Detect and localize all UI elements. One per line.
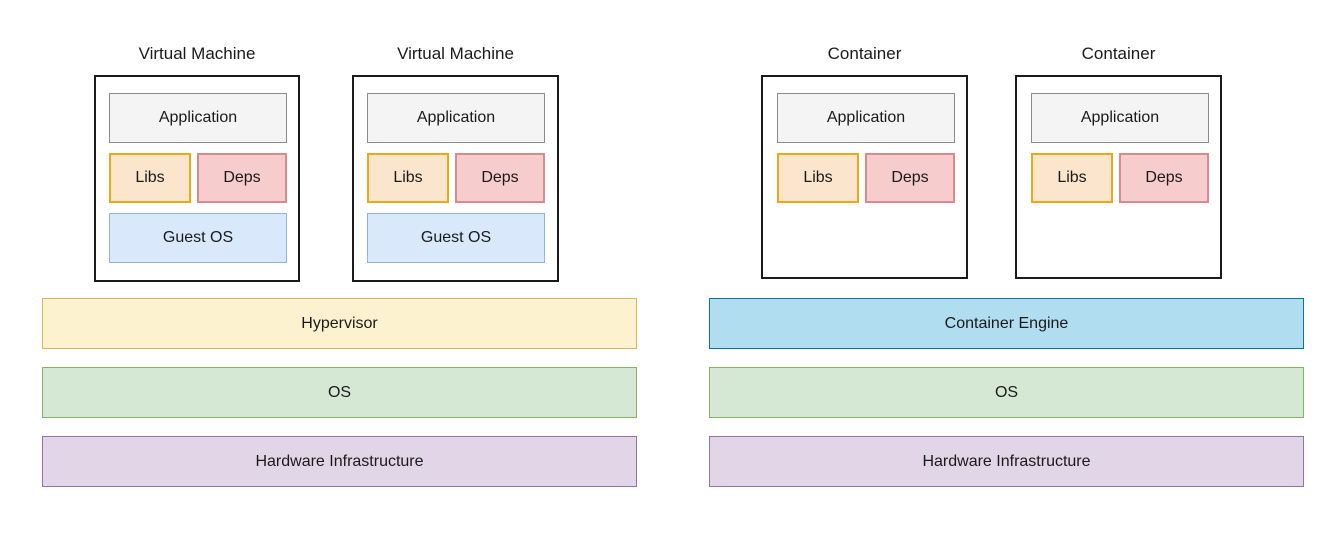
- container-engine-layer: Container Engine: [709, 298, 1304, 349]
- vm-2-application-block: Application: [367, 93, 545, 143]
- right-os-layer: OS: [709, 367, 1304, 418]
- vm-1-application-block: Application: [109, 93, 287, 143]
- right-hardware-infrastructure-layer: Hardware Infrastructure: [709, 436, 1304, 487]
- container-1-libs-block: Libs: [777, 153, 859, 203]
- virtual-machine-box-2: Application Libs Deps Guest OS: [352, 75, 559, 282]
- container-2-deps-block: Deps: [1119, 153, 1209, 203]
- vm-1-deps-block: Deps: [197, 153, 287, 203]
- container-box-1: Application Libs Deps: [761, 75, 968, 279]
- container-1-deps-block: Deps: [865, 153, 955, 203]
- left-os-layer: OS: [42, 367, 637, 418]
- container-1-title: Container: [827, 44, 902, 63]
- container-2-title: Container: [1081, 44, 1156, 63]
- left-hardware-infrastructure-layer: Hardware Infrastructure: [42, 436, 637, 487]
- container-box-2: Application Libs Deps: [1015, 75, 1222, 279]
- vm-1-libs-block: Libs: [109, 153, 191, 203]
- vm-2-title: Virtual Machine: [397, 44, 514, 63]
- vm-2-deps-block: Deps: [455, 153, 545, 203]
- vm-2-libs-block: Libs: [367, 153, 449, 203]
- container-2-application-block: Application: [1031, 93, 1209, 143]
- container-1-application-block: Application: [777, 93, 955, 143]
- virtual-machine-box-1: Application Libs Deps Guest OS: [94, 75, 300, 282]
- hypervisor-layer: Hypervisor: [42, 298, 637, 349]
- vm-1-guest-os-block: Guest OS: [109, 213, 287, 263]
- container-2-libs-block: Libs: [1031, 153, 1113, 203]
- vm-1-title: Virtual Machine: [138, 44, 256, 63]
- vm-2-guest-os-block: Guest OS: [367, 213, 545, 263]
